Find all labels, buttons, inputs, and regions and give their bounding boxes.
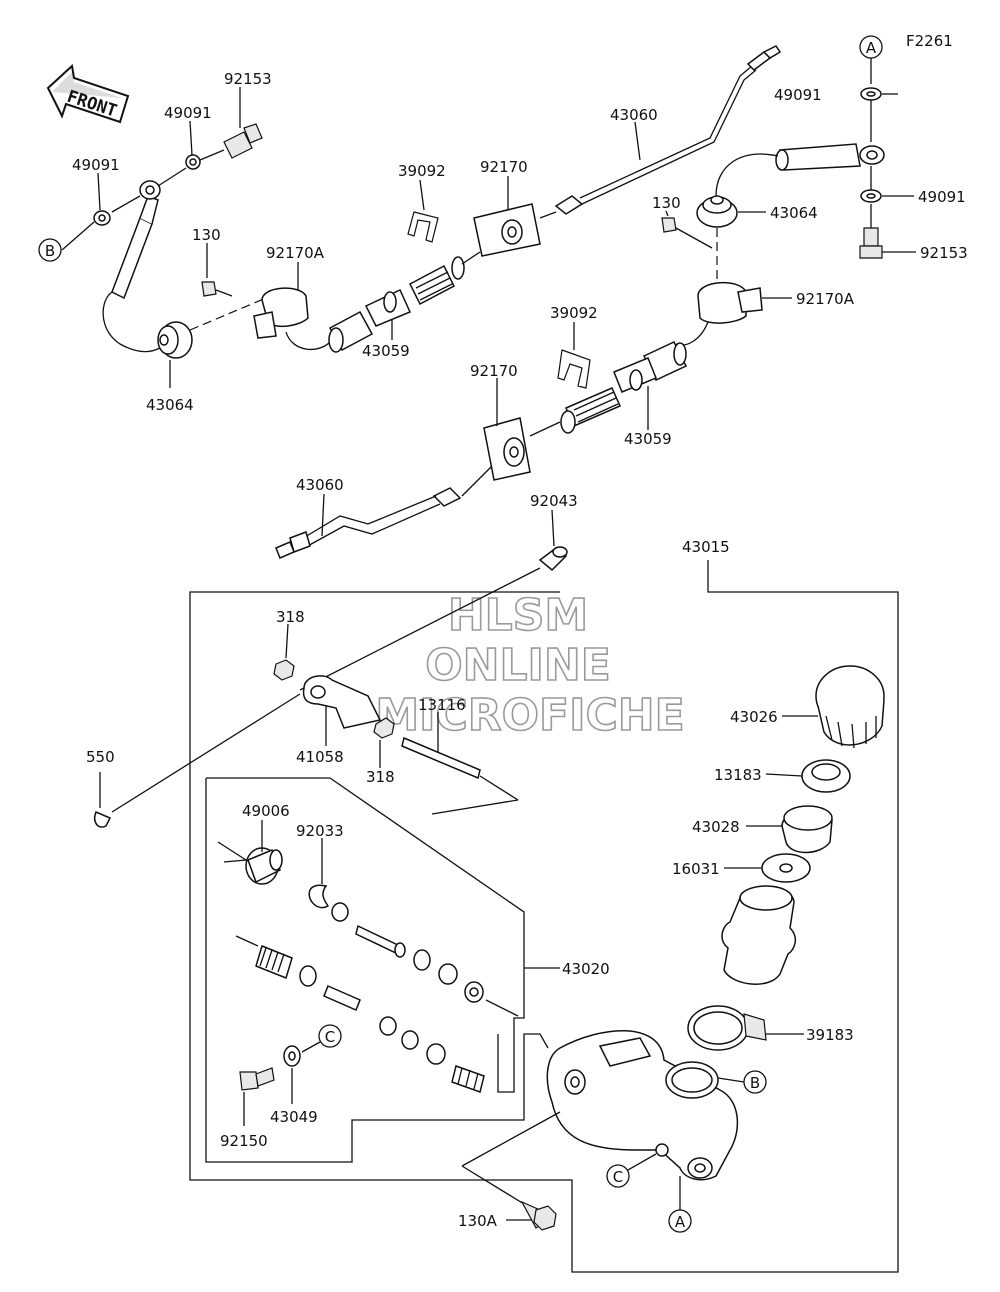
part-label: 41058 xyxy=(296,748,344,766)
part-label: 92170A xyxy=(266,244,325,262)
part-label: 92043 xyxy=(530,492,578,510)
part-label: 318 xyxy=(276,608,305,626)
part-label: 318 xyxy=(366,768,395,786)
callout-b-left: B xyxy=(45,242,55,260)
callout-c: C xyxy=(325,1028,335,1046)
part-label: 130 xyxy=(192,226,221,244)
part-label: 49091 xyxy=(72,156,120,174)
part-label: 39092 xyxy=(398,162,446,180)
part-label: 43026 xyxy=(730,708,778,726)
callout-c-lower: C xyxy=(613,1168,623,1186)
part-label: 39092 xyxy=(550,304,598,322)
part-label: 43060 xyxy=(296,476,344,494)
master-cylinder-assembly: C xyxy=(38,238,899,1273)
part-label: 43015 xyxy=(682,538,730,556)
callout-b: B xyxy=(750,1074,760,1092)
watermark: HLSM ONLINE MICROFICHE xyxy=(375,589,686,742)
part-label: 130A xyxy=(458,1212,498,1230)
front-arrow-icon: FRONT xyxy=(46,64,130,124)
upper-right-hose-assembly: A xyxy=(275,35,916,559)
part-label: 43064 xyxy=(146,396,194,414)
part-label: 92170 xyxy=(470,362,518,380)
callout-a: A xyxy=(866,39,877,57)
part-label: 92170A xyxy=(796,290,855,308)
part-label: 92033 xyxy=(296,822,344,840)
part-label: 92150 xyxy=(220,1132,268,1150)
upper-left-hose-assembly xyxy=(61,45,782,388)
part-label: 43059 xyxy=(362,342,410,360)
part-label: 43059 xyxy=(624,430,672,448)
watermark-line-2: ONLINE xyxy=(425,640,611,691)
watermark-line-3: MICROFICHE xyxy=(375,690,684,741)
watermark-line-1: HLSM xyxy=(448,590,588,641)
part-label: 43064 xyxy=(770,204,818,222)
part-labels: F2261 92153 49091 49091 43064 130 92170A… xyxy=(72,32,968,1230)
part-label: 49091 xyxy=(774,86,822,104)
part-label: 39183 xyxy=(806,1026,854,1044)
part-label: 92153 xyxy=(920,244,968,262)
part-label: 43028 xyxy=(692,818,740,836)
part-label: 43049 xyxy=(270,1108,318,1126)
part-label: 49091 xyxy=(164,104,212,122)
part-label: 13183 xyxy=(714,766,762,784)
part-label: 43020 xyxy=(562,960,610,978)
part-label: 49006 xyxy=(242,802,290,820)
callout-a-lower: A xyxy=(675,1213,686,1231)
part-label: 550 xyxy=(86,748,115,766)
part-label: 16031 xyxy=(672,860,720,878)
part-label: 92170 xyxy=(480,158,528,176)
part-label: 49091 xyxy=(918,188,966,206)
part-label: 130 xyxy=(652,194,681,212)
part-label: 13116 xyxy=(418,696,466,714)
part-label: 43060 xyxy=(610,106,658,124)
figure-code: F2261 xyxy=(906,32,953,50)
part-label: 92153 xyxy=(224,70,272,88)
